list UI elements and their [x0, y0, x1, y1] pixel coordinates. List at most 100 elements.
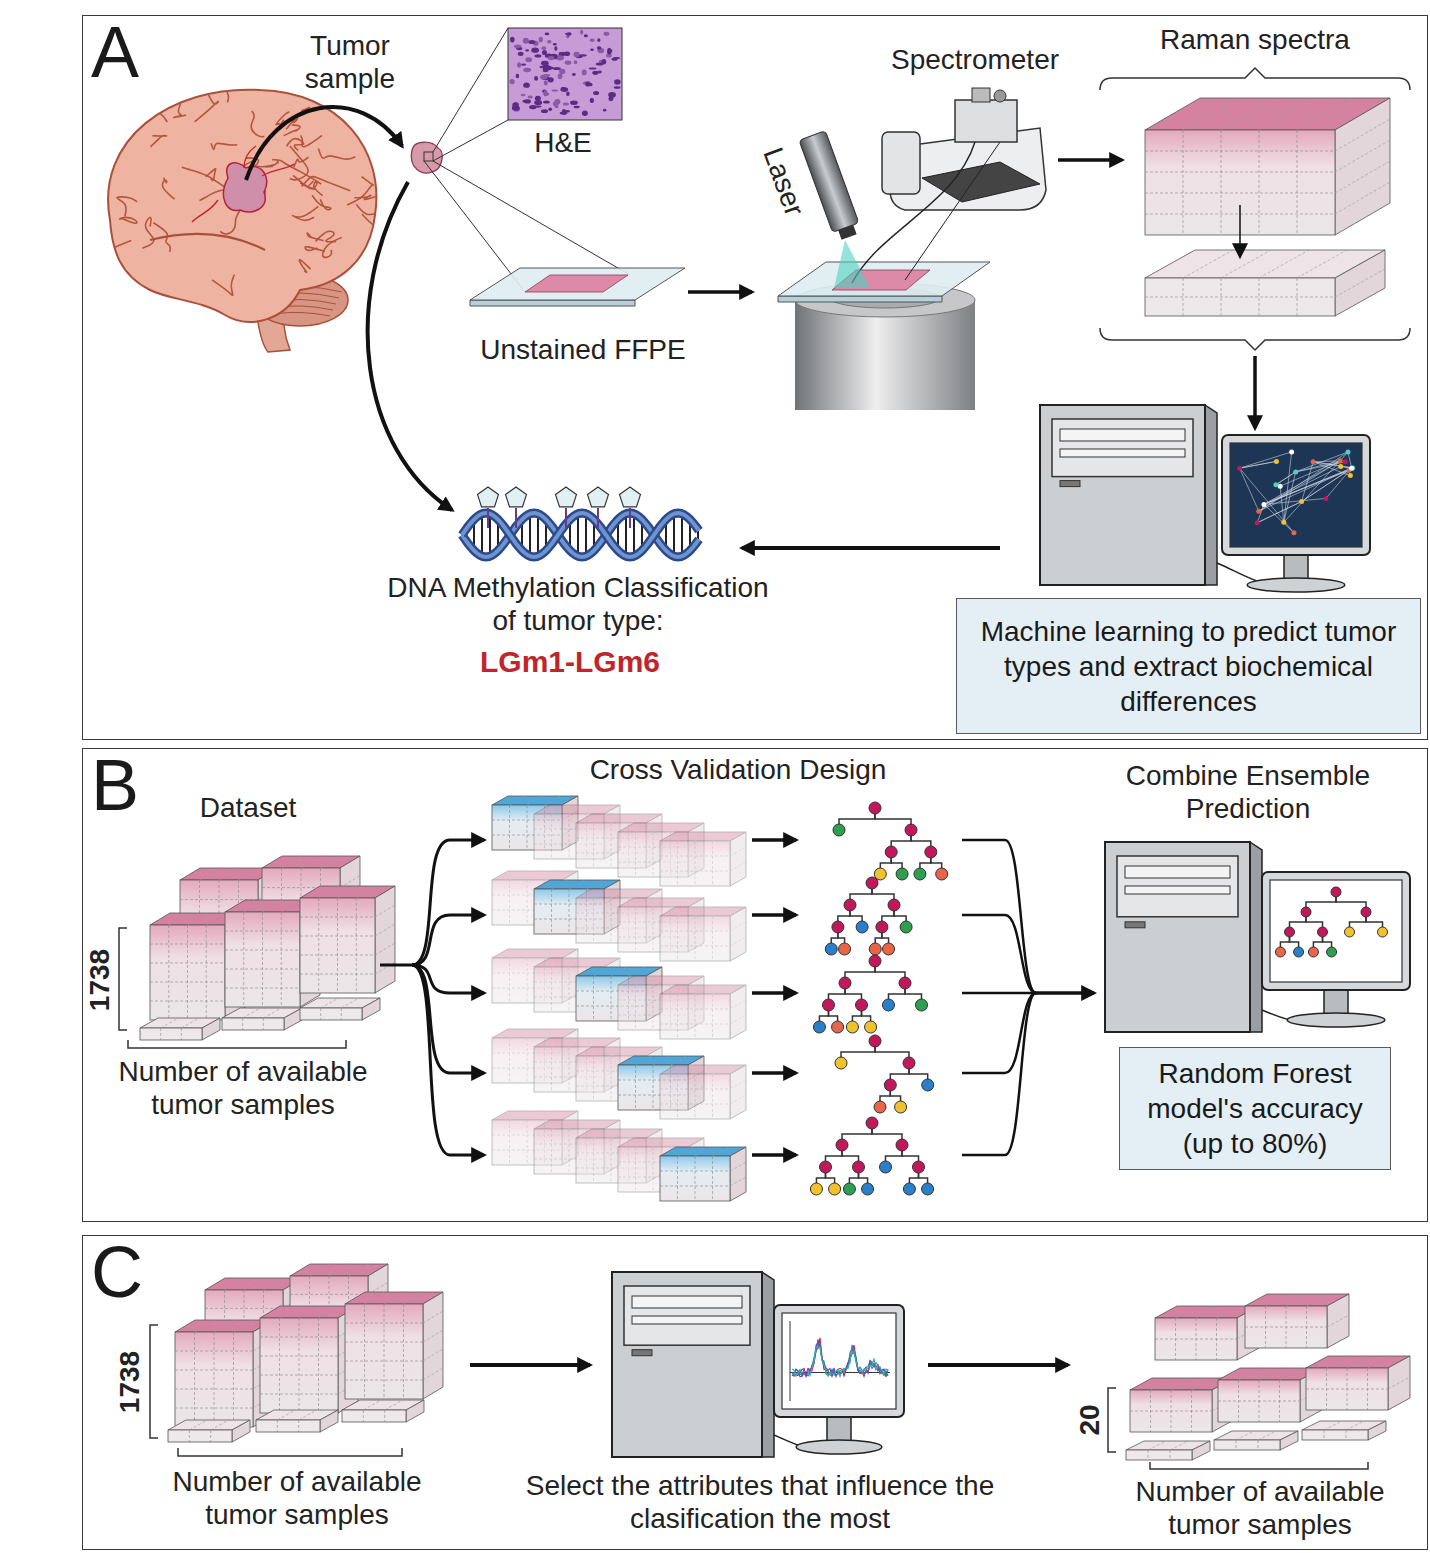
decision-tree	[869, 943, 881, 955]
data-block	[277, 1410, 295, 1420]
computer-icon	[1247, 578, 1345, 592]
illustration	[742, 546, 1000, 550]
computer-icon	[790, 1321, 791, 1401]
data-block	[160, 1028, 161, 1040]
he-stain-image	[541, 46, 546, 50]
computer-icon	[1349, 466, 1354, 471]
brain-illustration	[287, 139, 304, 151]
he-stain-image	[563, 102, 569, 105]
data-block	[671, 976, 687, 985]
he-stain-image	[553, 67, 561, 70]
data-block	[318, 1318, 319, 1413]
brain-illustration	[211, 143, 237, 149]
data-block	[222, 1008, 302, 1030]
computer-icon	[624, 1286, 750, 1345]
data-block	[1218, 1380, 1300, 1422]
he-stain-image	[572, 73, 576, 76]
data-block	[1259, 278, 1260, 316]
data-block	[660, 1089, 730, 1090]
he-stain-image	[553, 43, 557, 45]
data-block	[1335, 250, 1385, 316]
computer-icon	[792, 1341, 888, 1377]
dna-helix	[462, 513, 699, 557]
data-block	[150, 925, 225, 1020]
data-block	[300, 936, 375, 937]
decision-tree	[1275, 947, 1285, 957]
cross-validation	[380, 964, 412, 967]
data-block	[1214, 1431, 1298, 1450]
data-block	[660, 1024, 730, 1025]
data-block	[140, 1028, 202, 1040]
brain-illustration	[272, 160, 321, 184]
illustration	[368, 182, 452, 510]
data-block	[320, 1008, 321, 1020]
data-block	[234, 1320, 254, 1332]
computer-icon	[1293, 469, 1298, 474]
computer-icon	[1296, 452, 1348, 472]
data-block	[320, 1410, 338, 1432]
he-stain-image	[582, 70, 587, 76]
decision-tree	[1378, 927, 1388, 937]
decision-tree	[880, 1161, 892, 1173]
he-stain-image	[548, 56, 555, 60]
data-block	[653, 1056, 669, 1065]
data-block	[713, 1147, 729, 1156]
computer-icon	[1256, 509, 1261, 514]
box-text: Random Forest model's accuracy (up to 80…	[1130, 1056, 1380, 1161]
dna-helix	[565, 508, 567, 528]
data-block	[260, 1356, 338, 1357]
figure-label: Number of available tumor samples	[1110, 1476, 1410, 1542]
he-stain-image	[518, 52, 524, 56]
dna-helix	[462, 513, 699, 557]
cross-validation	[752, 913, 796, 917]
he-stain-image	[598, 71, 602, 74]
data-block	[660, 1104, 730, 1105]
data-block	[187, 925, 188, 1020]
figure-label: Dataset	[173, 792, 323, 825]
decision-tree	[869, 955, 881, 967]
selected-blocks	[1108, 1294, 1410, 1469]
brain-illustration	[347, 177, 373, 205]
data-block	[660, 841, 730, 886]
data-block	[363, 1400, 381, 1410]
decision-tree	[869, 1035, 881, 1047]
data-block	[660, 856, 730, 857]
data-block	[712, 841, 713, 886]
he-stain-image	[544, 80, 548, 85]
data-block	[730, 862, 746, 871]
dna-helix	[556, 487, 577, 507]
dimension-label: 20	[1074, 1404, 1107, 1435]
data-block	[594, 1129, 610, 1138]
computer-icon	[1296, 462, 1345, 472]
tumor-sample	[433, 28, 508, 152]
computer-icon	[1264, 470, 1349, 504]
data-block	[1306, 1389, 1388, 1390]
computer-icon	[1281, 520, 1286, 525]
data-block	[552, 880, 568, 889]
data-block	[730, 907, 746, 961]
data-block	[587, 1120, 603, 1129]
computer-icon	[1287, 1013, 1385, 1027]
he-stain-image	[540, 75, 547, 80]
he-stain-image	[512, 102, 519, 107]
data-block	[349, 1264, 369, 1276]
raman-spectra-cube	[1239, 205, 1241, 256]
figure-label: Select the attributes that influence the…	[500, 1470, 1020, 1536]
data-block	[527, 880, 528, 925]
decision-tree	[833, 824, 845, 836]
figure-label: H&E	[513, 127, 613, 160]
data-block	[1347, 1356, 1369, 1368]
illustration	[246, 107, 402, 180]
data-block	[1221, 130, 1222, 235]
data-block	[569, 1038, 585, 1047]
data-block	[730, 1000, 746, 1009]
computer-icon	[792, 1340, 888, 1376]
data-block	[636, 823, 652, 832]
computer-icon	[1280, 486, 1284, 522]
glass-slide	[470, 268, 685, 306]
data-block	[337, 898, 338, 993]
computer-icon	[1302, 470, 1349, 501]
selected-blocks	[1108, 1388, 1116, 1452]
data-block	[375, 924, 395, 936]
data-block	[150, 1001, 225, 1002]
